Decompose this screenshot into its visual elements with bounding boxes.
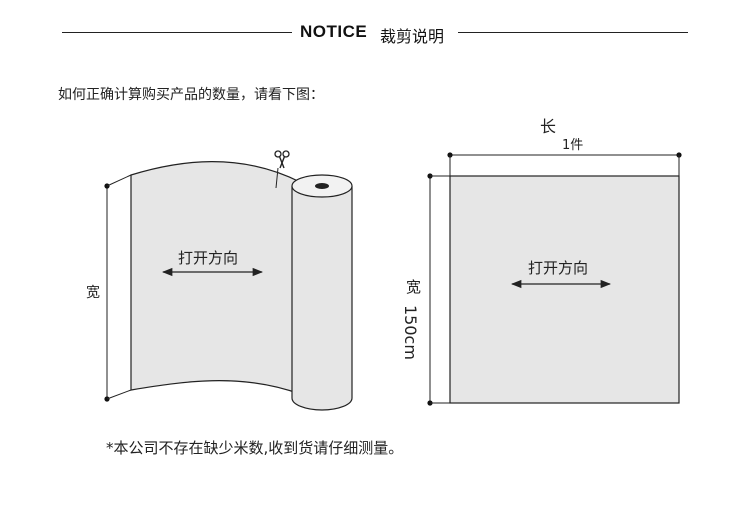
length-label: 长 — [540, 117, 556, 136]
right-width-value: 150cm — [401, 305, 420, 360]
left-extension-bottom — [106, 389, 132, 400]
fabric-piece-diagram: 长 1件 宽 150cm 打开方向 — [401, 117, 682, 406]
header-title-en: NOTICE — [300, 22, 368, 41]
header-divider-left — [62, 32, 292, 33]
scissors-cut-line — [275, 167, 279, 189]
notice-header: NOTICE 裁剪说明 — [0, 18, 750, 48]
left-extension-top — [106, 174, 132, 187]
fabric-sheet — [130, 161, 301, 395]
header-divider-right — [458, 32, 688, 33]
left-width-label: 宽 — [86, 284, 100, 301]
roll-cylinder — [291, 186, 353, 411]
scissors-icon — [274, 150, 290, 169]
left-direction-label: 打开方向 — [178, 249, 238, 267]
header-title-cn: 裁剪说明 — [380, 27, 445, 46]
roll-core — [315, 183, 329, 189]
intro-text: 如何正确计算购买产品的数量，请看下图： — [58, 87, 324, 103]
fabric-piece — [449, 175, 680, 404]
unit-label: 1件 — [562, 138, 583, 153]
right-width-label: 宽 — [406, 278, 421, 296]
right-direction-label: 打开方向 — [528, 259, 588, 277]
fabric-roll-diagram: 宽 打开方向 — [86, 150, 353, 411]
footer-note: *本公司不存在缺少米数,收到货请仔细测量。 — [106, 439, 404, 457]
